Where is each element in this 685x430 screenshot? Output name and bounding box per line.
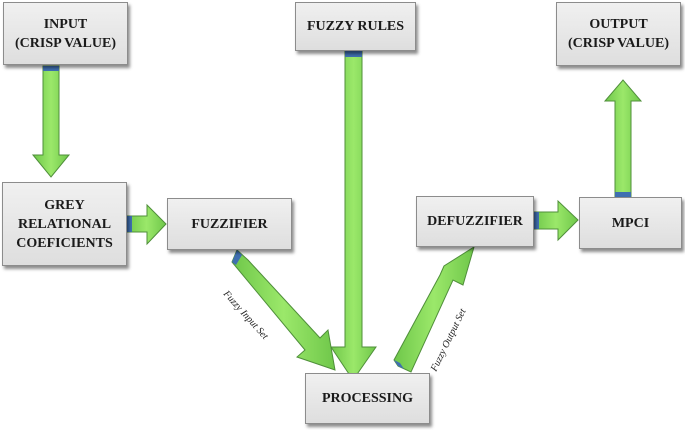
node-input: INPUT (CRISP VALUE): [3, 2, 128, 65]
node-defuzzifier-label: DEFUZZIFIER: [427, 214, 523, 229]
arrow-rules-to-processing: [330, 50, 377, 381]
node-fuzzy-rules: FUZZY RULES: [295, 2, 416, 51]
node-defuzzifier: DEFUZZIFIER: [416, 196, 534, 247]
node-mpci-label: MPCI: [611, 215, 650, 231]
node-grey-relational-label: GREY RELATIONAL COEFICIENTS: [16, 197, 113, 251]
node-grey-relational: GREY RELATIONAL COEFICIENTS: [2, 182, 127, 266]
node-input-label: INPUT (CRISP VALUE): [14, 16, 116, 51]
arrow-input-to-grey: [31, 65, 71, 178]
node-output: OUTPUT (CRISP VALUE): [556, 2, 681, 66]
arrow-processing-to-defuzzifier: [393, 245, 475, 373]
arrow-fuzzifier-to-processing: [231, 249, 336, 371]
arrow-mpci-to-output: [603, 79, 643, 198]
node-fuzzy-rules-label: FUZZY RULES: [306, 19, 405, 34]
arrow-grey-to-fuzzifier: [126, 203, 167, 246]
node-processing-label: PROCESSING: [321, 391, 414, 406]
arrow-defuzzifier-to-mpci: [533, 199, 579, 242]
node-mpci: MPCI: [579, 197, 682, 249]
node-fuzzifier-label: FUZZIFIER: [191, 216, 268, 232]
node-processing: PROCESSING: [305, 373, 430, 424]
node-output-label: OUTPUT (CRISP VALUE): [567, 17, 669, 51]
node-fuzzifier: FUZZIFIER: [167, 198, 292, 250]
